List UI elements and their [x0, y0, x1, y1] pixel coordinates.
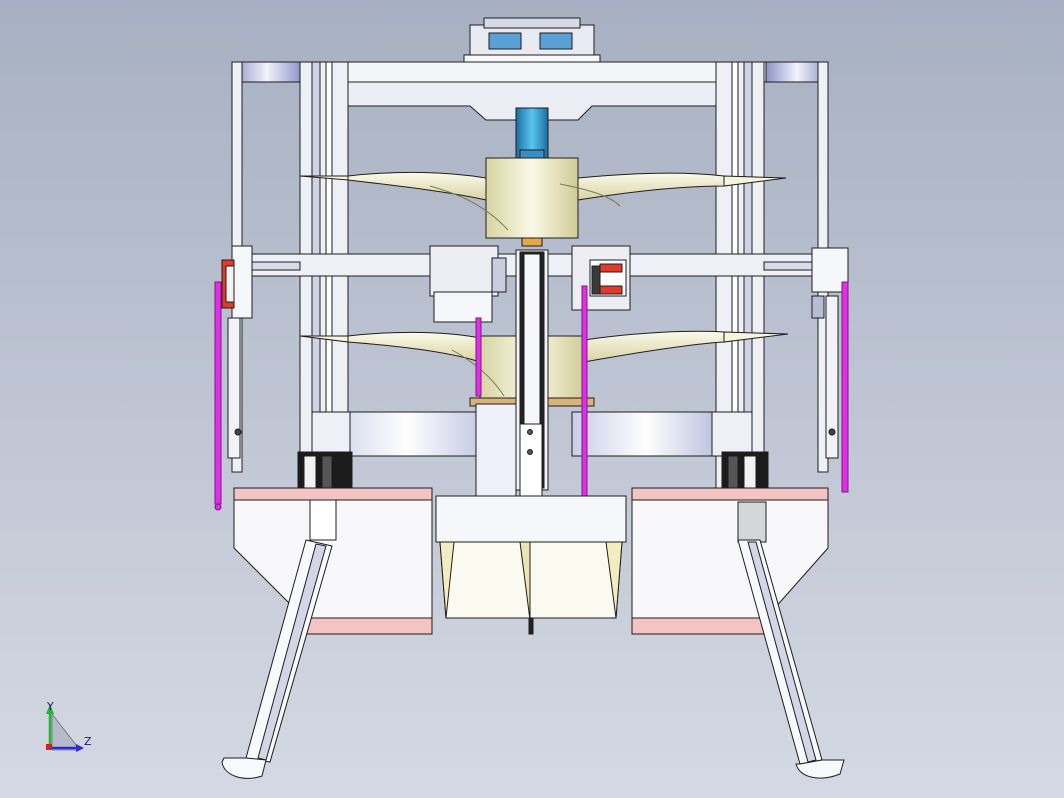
right-gearbox[interactable] [571, 245, 631, 311]
right-hydraulic-rod[interactable] [841, 281, 849, 493]
coordinate-triad: Y Z [46, 700, 92, 752]
triad-y-label: Y [46, 700, 54, 713]
y-arrow-head-icon [46, 704, 54, 714]
left-hydraulic-rod[interactable] [214, 281, 222, 505]
lower-beam-right[interactable] [571, 411, 753, 457]
x-axis-origin [46, 744, 52, 750]
left-side-bracket[interactable] [221, 245, 253, 459]
top-beam[interactable] [231, 61, 829, 121]
center-hydraulic-rod[interactable] [581, 285, 588, 503]
center-actuator-arm[interactable] [515, 249, 549, 531]
left-landing-leg[interactable] [221, 539, 333, 779]
center-pipe [475, 403, 517, 499]
right-hopper[interactable] [631, 487, 829, 635]
upper-rotor[interactable] [299, 157, 787, 239]
frame-assembly [214, 17, 849, 779]
z-arrow-head-icon [76, 744, 84, 752]
triad-z-label: Z [84, 735, 92, 748]
left-gearbox[interactable] [429, 245, 507, 323]
triad-plane [51, 712, 81, 751]
right-landing-leg[interactable] [737, 539, 845, 779]
inner-hydraulic-rod[interactable] [475, 317, 482, 397]
center-chute[interactable] [435, 495, 627, 635]
lower-beam-left[interactable] [311, 411, 497, 457]
top-motor-mount[interactable] [463, 17, 601, 66]
right-side-bracket[interactable] [811, 247, 849, 459]
left-hopper[interactable] [233, 487, 433, 635]
